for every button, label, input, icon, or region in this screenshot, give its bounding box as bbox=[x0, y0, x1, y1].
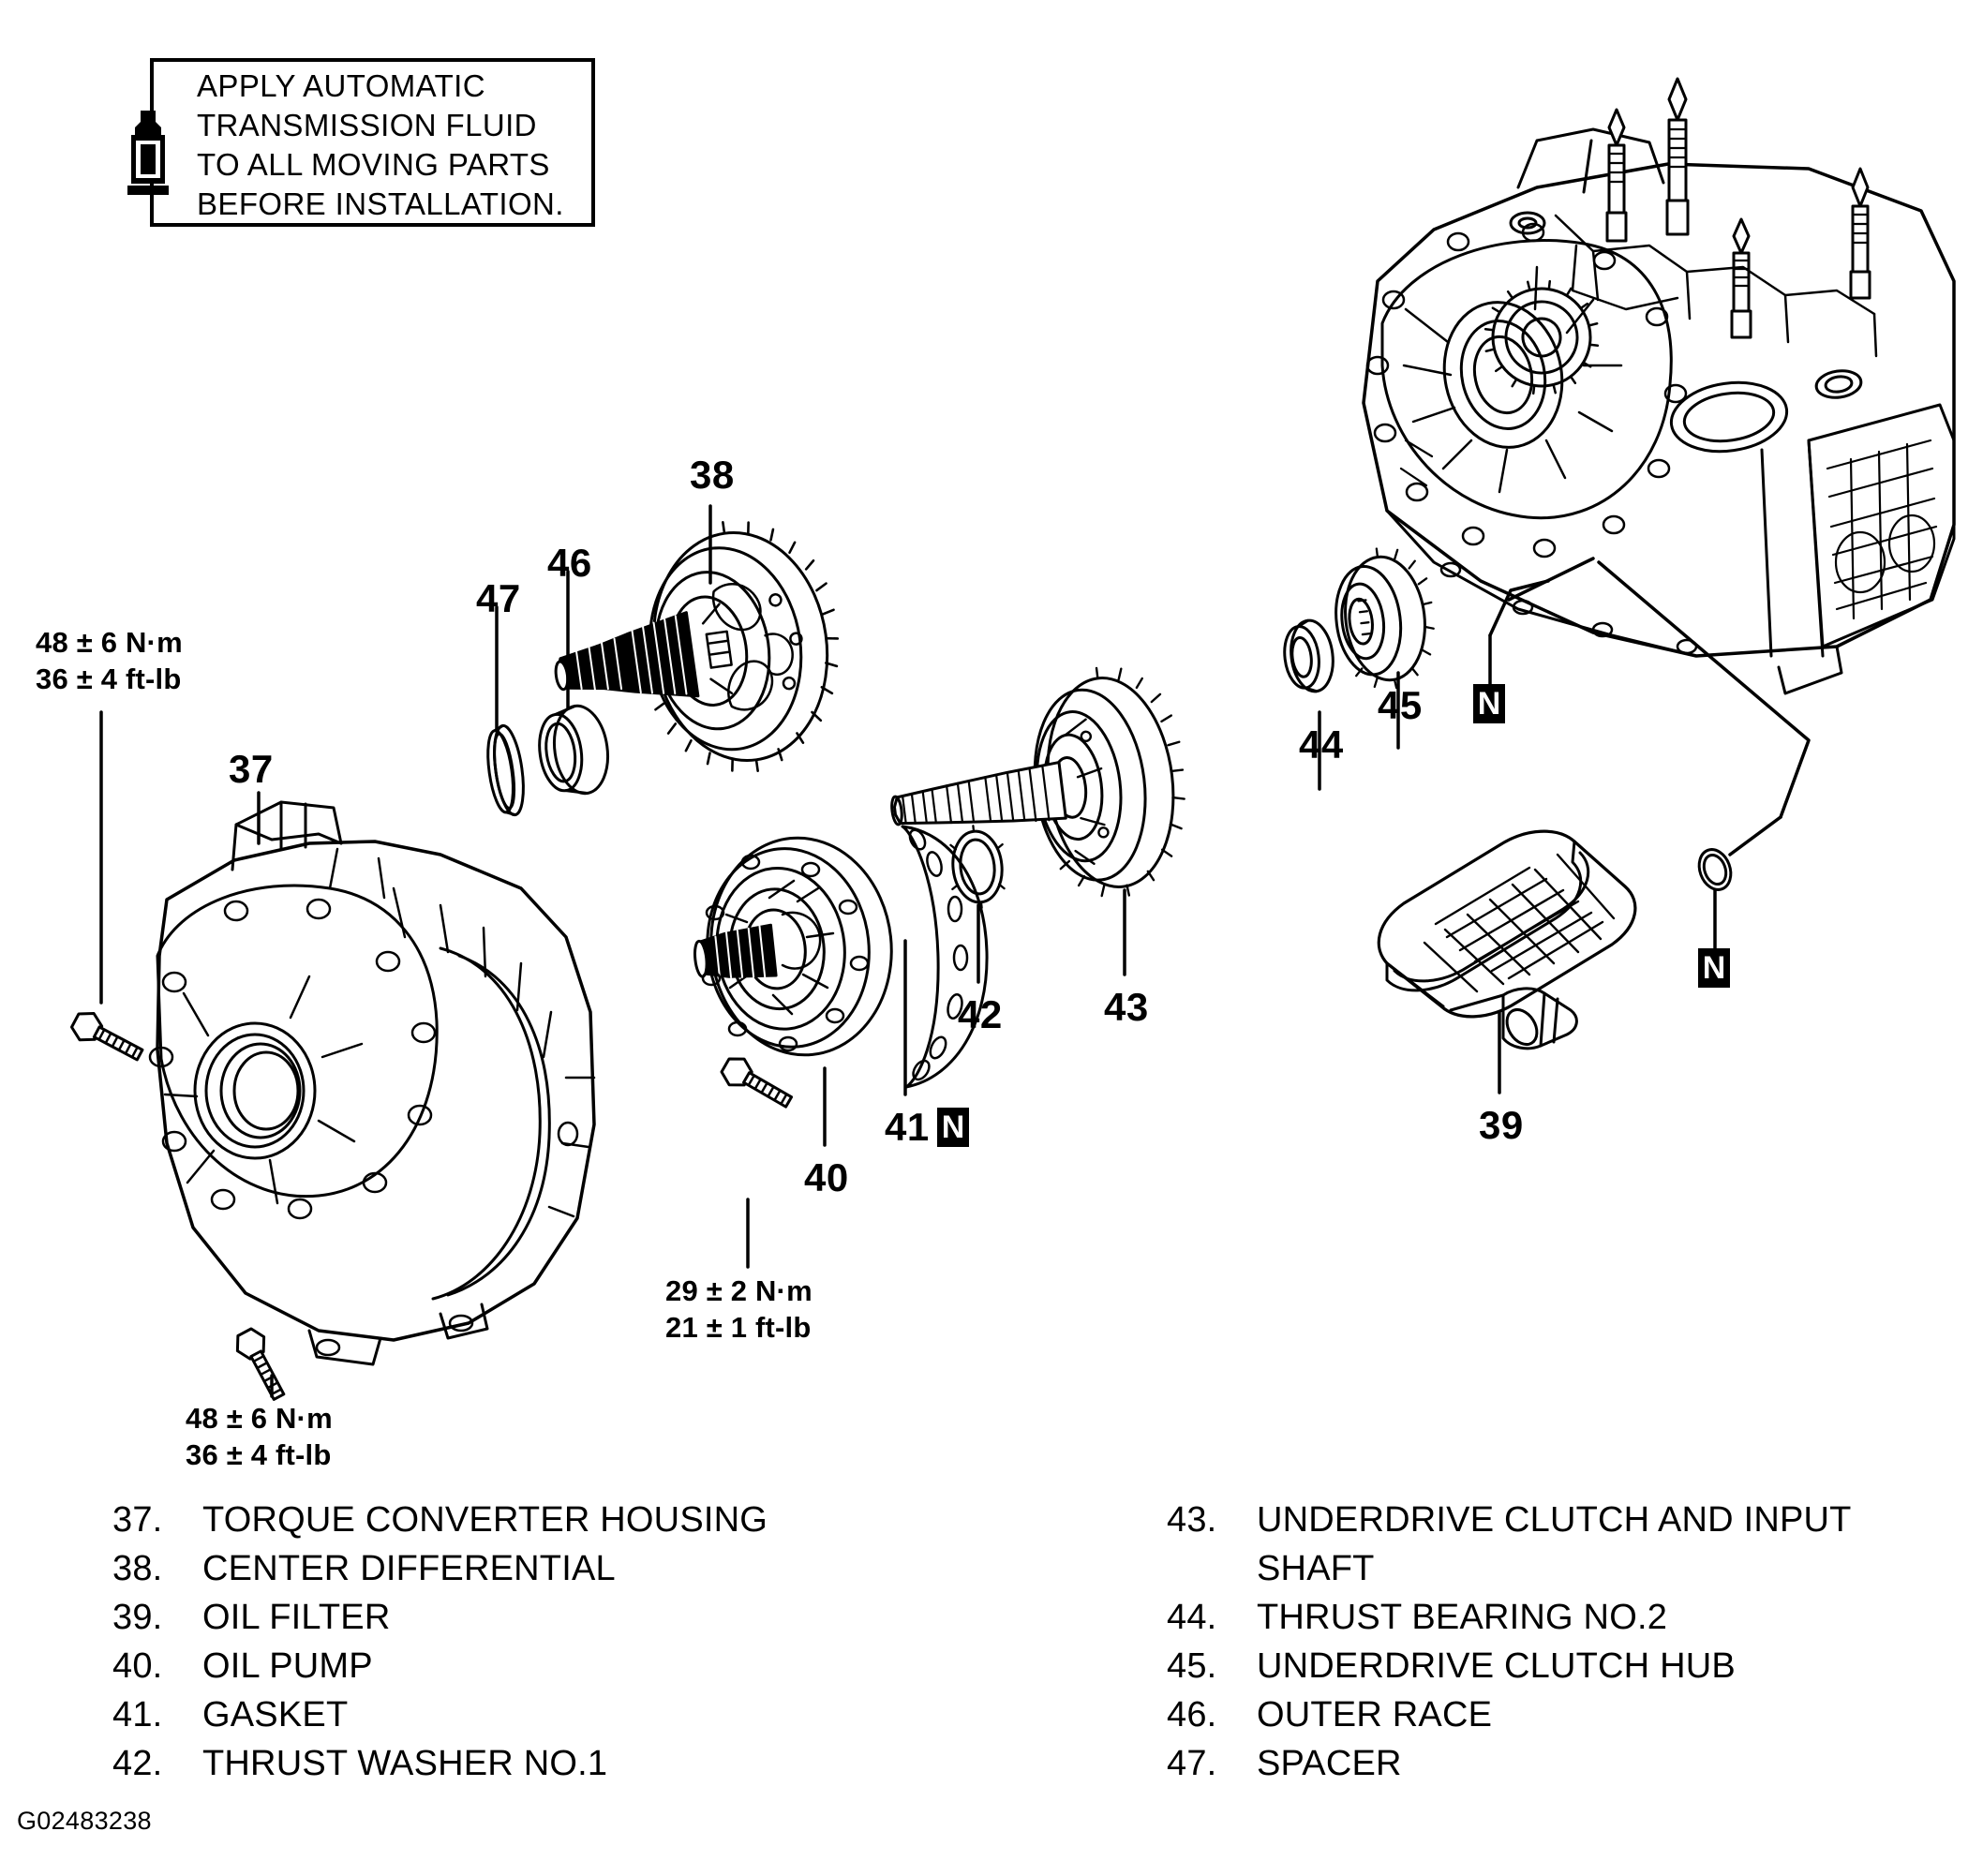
legend-number: 44. bbox=[1167, 1598, 1217, 1637]
legend-label: SPACER bbox=[1257, 1744, 1402, 1783]
oil-pump-bolt bbox=[716, 1050, 798, 1117]
oil-can-icon bbox=[127, 111, 169, 195]
legend-label: THRUST WASHER NO.1 bbox=[202, 1744, 608, 1783]
figure-id: G02483238 bbox=[17, 1807, 152, 1835]
note-box: APPLY AUTOMATIC TRANSMISSION FLUID TO AL… bbox=[127, 58, 595, 227]
torque-converter-housing-art bbox=[148, 800, 596, 1366]
legend-label: UNDERDRIVE CLUTCH AND INPUT SHAFT bbox=[1257, 1500, 1852, 1588]
leader-lines bbox=[99, 504, 1811, 1398]
thrust-bearing-2-art bbox=[1283, 618, 1334, 693]
legend-number: 42. bbox=[112, 1744, 163, 1783]
gasket-art bbox=[901, 825, 989, 1089]
legend-column-right: 43. UNDERDRIVE CLUTCH AND INPUT SHAFT 44… bbox=[1167, 1496, 1945, 1788]
legend-number: 41. bbox=[112, 1695, 163, 1735]
legend-label: OUTER RACE bbox=[1257, 1695, 1493, 1735]
note-text: APPLY AUTOMATIC TRANSMISSION FLUID TO AL… bbox=[197, 68, 564, 221]
underdrive-clutch-hub-art bbox=[1334, 547, 1435, 690]
oil-filter-art bbox=[1377, 829, 1637, 1050]
o-ring-art bbox=[1697, 848, 1733, 891]
torque-spec-oil-pump: 29 ± 2 N·m 21 ± 1 ft-lb bbox=[665, 1273, 813, 1346]
center-differential-art bbox=[554, 521, 840, 772]
legend-label: OIL PUMP bbox=[202, 1646, 373, 1686]
oil-pump-art bbox=[693, 836, 893, 1057]
callout-45: 45 bbox=[1378, 683, 1423, 727]
torque-ftlb: 36 ± 4 ft-lb bbox=[186, 1438, 332, 1471]
new-part-marker-o-ring: N bbox=[1698, 948, 1730, 988]
legend-column-left: 37. TORQUE CONVERTER HOUSING 38. CENTER … bbox=[112, 1496, 956, 1788]
underdrive-clutch-input-shaft-art bbox=[890, 666, 1185, 898]
legend-item-38: 38. CENTER DIFFERENTIAL bbox=[112, 1544, 956, 1593]
torque-ftlb: 36 ± 4 ft-lb bbox=[36, 663, 182, 695]
outer-race-art bbox=[538, 704, 609, 796]
callout-41: 41 bbox=[885, 1105, 930, 1149]
transmission-case-art bbox=[1362, 77, 1956, 695]
legend-item-45: 45. UNDERDRIVE CLUTCH HUB bbox=[1167, 1642, 1945, 1690]
legend-number: 39. bbox=[112, 1598, 163, 1637]
callout-39: 39 bbox=[1479, 1103, 1524, 1147]
callout-40: 40 bbox=[804, 1155, 849, 1199]
legend-item-37: 37. TORQUE CONVERTER HOUSING bbox=[112, 1496, 956, 1544]
legend-label: THRUST BEARING NO.2 bbox=[1257, 1598, 1668, 1637]
torque-nm: 48 ± 6 N·m bbox=[186, 1402, 333, 1435]
legend-number: 40. bbox=[112, 1646, 163, 1686]
legend-item-44: 44. THRUST BEARING NO.2 bbox=[1167, 1593, 1945, 1642]
legend-label: OIL FILTER bbox=[202, 1598, 391, 1637]
legend-item-47: 47. SPACER bbox=[1167, 1739, 1945, 1788]
legend-number: 47. bbox=[1167, 1744, 1217, 1783]
legend-label: CENTER DIFFERENTIAL bbox=[202, 1549, 616, 1588]
legend-label: GASKET bbox=[202, 1695, 349, 1735]
housing-bolt-lower bbox=[230, 1323, 294, 1406]
legend-number: 45. bbox=[1167, 1646, 1217, 1686]
callout-46: 46 bbox=[547, 541, 592, 585]
parts-legend: 37. TORQUE CONVERTER HOUSING 38. CENTER … bbox=[0, 1496, 1983, 1783]
case-studs bbox=[1605, 77, 1871, 339]
legend-number: 46. bbox=[1167, 1695, 1217, 1735]
legend-label: UNDERDRIVE CLUTCH HUB bbox=[1257, 1646, 1736, 1686]
legend-number: 37. bbox=[112, 1500, 163, 1540]
legend-item-41: 41. GASKET bbox=[112, 1690, 956, 1739]
callout-43: 43 bbox=[1104, 985, 1149, 1029]
legend-number: 38. bbox=[112, 1549, 163, 1588]
new-part-marker-case-left: N bbox=[1473, 684, 1505, 723]
spacer-art bbox=[486, 723, 525, 817]
legend-item-39: 39. OIL FILTER bbox=[112, 1593, 956, 1642]
torque-ftlb: 21 ± 1 ft-lb bbox=[665, 1311, 812, 1344]
legend-label: TORQUE CONVERTER HOUSING bbox=[202, 1500, 768, 1540]
thrust-washer-1-art bbox=[949, 825, 1006, 909]
torque-nm: 48 ± 6 N·m bbox=[36, 626, 183, 659]
legend-item-40: 40. OIL PUMP bbox=[112, 1642, 956, 1690]
callout-47: 47 bbox=[476, 576, 521, 620]
housing-bolt-upper bbox=[67, 1005, 149, 1070]
callout-37: 37 bbox=[229, 747, 274, 791]
torque-spec-housing-lower: 48 ± 6 N·m 36 ± 4 ft-lb bbox=[186, 1400, 333, 1473]
legend-item-46: 46. OUTER RACE bbox=[1167, 1690, 1945, 1739]
callout-38: 38 bbox=[690, 453, 735, 497]
torque-spec-housing-upper: 48 ± 6 N·m 36 ± 4 ft-lb bbox=[36, 624, 183, 697]
legend-number: 43. bbox=[1167, 1500, 1217, 1540]
torque-nm: 29 ± 2 N·m bbox=[665, 1274, 813, 1307]
legend-item-43: 43. UNDERDRIVE CLUTCH AND INPUT SHAFT bbox=[1167, 1496, 1945, 1593]
callout-42: 42 bbox=[958, 992, 1003, 1036]
legend-item-42: 42. THRUST WASHER NO.1 bbox=[112, 1739, 956, 1788]
new-part-marker-gasket: N bbox=[937, 1108, 969, 1147]
callout-44: 44 bbox=[1299, 722, 1344, 767]
